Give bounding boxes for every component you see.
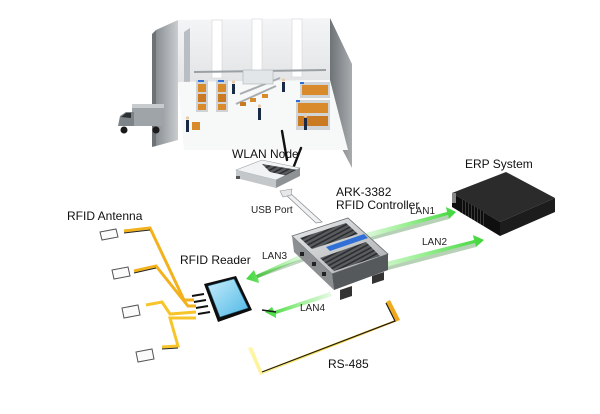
- shelf-rack: [196, 80, 228, 112]
- rfid-antenna-label: RFID Antenna: [67, 209, 143, 223]
- lan3-arrow: [246, 254, 305, 283]
- pallet-box: [192, 122, 200, 130]
- antenna-icon: [99, 228, 119, 241]
- lan4-arrow: [261, 292, 332, 318]
- warehouse-left-wall: [156, 20, 178, 146]
- warehouse-scene: [118, 18, 352, 168]
- antenna-rod: [280, 129, 289, 162]
- lan4-label: LAN4: [300, 303, 326, 314]
- warehouse-pillar: [291, 18, 303, 78]
- worker-figures: [185, 78, 308, 132]
- antenna-icon: [135, 348, 155, 363]
- shelf-rack: [296, 82, 330, 130]
- lan2-arrow: [362, 235, 484, 276]
- wlan-node-label: WLAN Node: [232, 147, 299, 161]
- controller-label: ARK-3382 RFID Controller: [336, 186, 419, 212]
- wireless-router-icon: [235, 129, 303, 188]
- erp-system-label: ERP System: [465, 157, 533, 171]
- lan1-label: LAN1: [410, 206, 436, 217]
- antenna-icon-group: [99, 228, 155, 363]
- truck-icon: [118, 104, 164, 134]
- rfid-reader-icon: [191, 276, 252, 322]
- antenna-icon: [111, 266, 131, 280]
- usb-cable: [279, 188, 323, 224]
- lan1-arrow: [358, 207, 456, 243]
- rs485-cable: [248, 300, 400, 375]
- controller-badge: [326, 234, 368, 251]
- server-icon: [452, 172, 555, 236]
- controller-model: ARK-3382: [336, 185, 392, 199]
- controller-type: RFID Controller: [336, 198, 420, 212]
- warehouse-pillar: [251, 18, 263, 78]
- usb-port-label: USB Port: [251, 205, 293, 216]
- lan3-label: LAN3: [262, 251, 288, 262]
- antenna-icon: [121, 304, 141, 319]
- embedded-pc-icon: [291, 217, 389, 300]
- lan2-label: LAN2: [422, 237, 448, 248]
- rfid-reader-label: RFID Reader: [180, 253, 251, 267]
- warehouse-pillar: [211, 19, 223, 79]
- antenna-rod: [292, 146, 303, 168]
- rfid-cables: [123, 226, 197, 350]
- lan-arrows: [246, 207, 484, 318]
- rs485-label: RS-485: [328, 357, 369, 371]
